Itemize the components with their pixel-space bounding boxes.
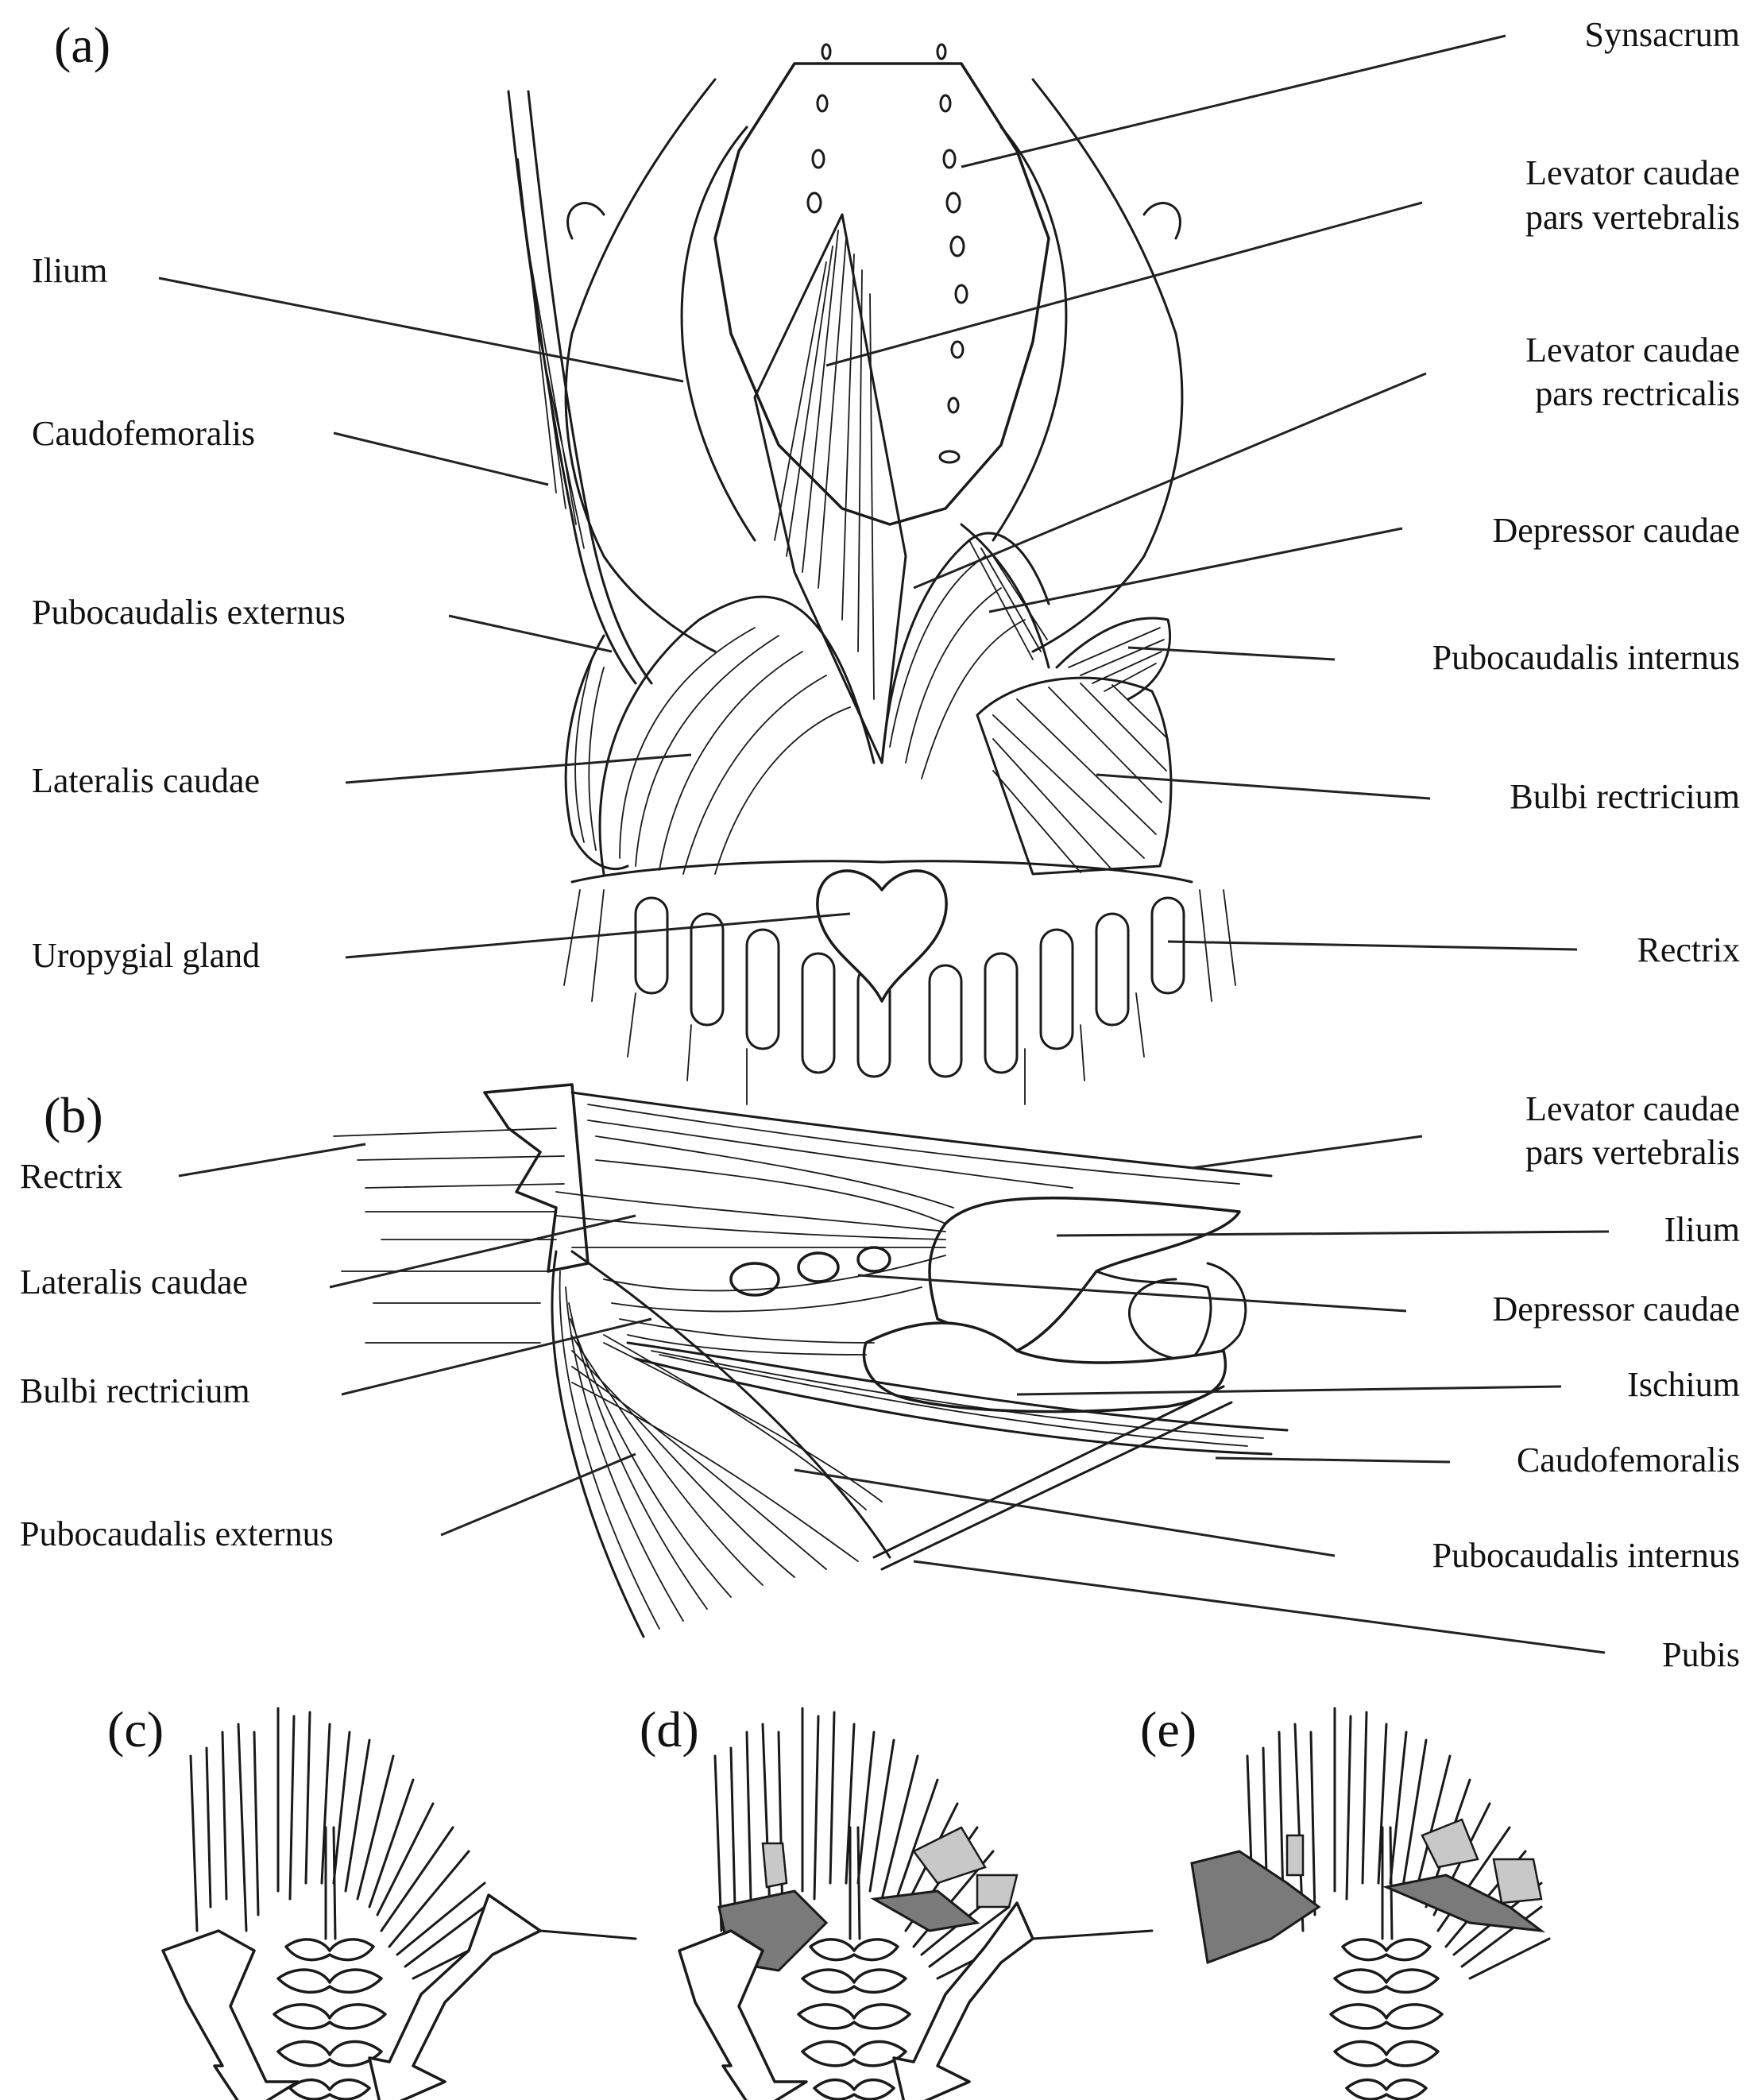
left-ilium-outline [564, 78, 717, 653]
label-b-levator-line2: pars vertebralis [1525, 1133, 1740, 1172]
label-b-pubis: Pubis [1662, 1635, 1740, 1674]
panel-e-shading [1190, 1818, 1546, 1965]
label-b-depressor-caudae: Depressor caudae [1492, 1290, 1740, 1328]
panel-b-rectrices [333, 1083, 590, 1344]
synsacrum-shape [713, 62, 1050, 526]
panel-b-letter: (b) [44, 1087, 103, 1143]
arrow-right-c [368, 1893, 542, 2100]
panel-d-arrows [678, 1901, 1154, 2100]
label-b-levator-line1: Levator caudae [1525, 1089, 1740, 1128]
label-caudofemoralis: Caudofemoralis [32, 414, 255, 453]
label-pubocaudalis-internus: Pubocaudalis internus [1432, 638, 1740, 677]
label-levator-rectricalis-line1: Levator caudae [1525, 331, 1740, 369]
label-lateralis-caudae: Lateralis caudae [32, 761, 260, 800]
arrow-left-d [678, 1929, 808, 2100]
panel-a-muscles [507, 90, 1173, 876]
label-b-bulbi-rectricium: Bulbi rectricium [20, 1371, 250, 1410]
panel-b-muscles [551, 1091, 1289, 1638]
panel-d: (d) [640, 1701, 1154, 2100]
label-levator-vertebralis-line2: pars vertebralis [1525, 198, 1740, 237]
dark-wedge-left-e [1190, 1850, 1321, 1965]
panel-b-skeleton [862, 1197, 1247, 1571]
right-ilium-inner [992, 126, 1068, 542]
label-b-pubocaudalis-externus: Pubocaudalis externus [20, 1514, 334, 1553]
label-b-pubocaudalis-internus: Pubocaudalis internus [1432, 1536, 1740, 1575]
synsacrum-foramina [806, 43, 968, 464]
label-levator-rectricalis-line2: pars rectricalis [1535, 374, 1740, 413]
ischium-b-shape [862, 1321, 1227, 1414]
panel-a-rectrices [563, 860, 1236, 1105]
panel-a: (a) [32, 15, 1740, 1105]
panel-e: (e) [1140, 1701, 1551, 2100]
left-ilium-inner [680, 126, 756, 542]
label-bulbi-rectricium: Bulbi rectricium [1510, 777, 1740, 816]
label-b-ischium: Ischium [1627, 1365, 1740, 1404]
panel-b: (b) [20, 1083, 1740, 1674]
label-ilium: Ilium [32, 251, 107, 290]
label-b-lateralis-caudae: Lateralis caudae [20, 1263, 248, 1301]
label-synsacrum: Synsacrum [1584, 15, 1740, 54]
right-ilium-outline [1031, 78, 1184, 653]
label-b-rectrix: Rectrix [20, 1157, 123, 1196]
label-b-caudofemoralis: Caudofemoralis [1517, 1441, 1740, 1479]
panel-a-letter: (a) [54, 17, 110, 73]
label-uropygial-gland: Uropygial gland [32, 936, 260, 975]
panel-d-letter: (d) [640, 1701, 699, 1758]
label-b-ilium: Ilium [1664, 1210, 1740, 1249]
right-ilium-process [1142, 202, 1181, 240]
panel-c-letter: (c) [107, 1701, 164, 1758]
panel-b-labels: Rectrix Levator caudae pars vertebralis … [20, 1089, 1740, 1674]
panel-c-arrows [161, 1893, 637, 2100]
arrow-left-c [161, 1929, 300, 2100]
pubis-b-shape [872, 1385, 1233, 1571]
panel-b-leaders [178, 1135, 1610, 1654]
panel-e-letter: (e) [1140, 1701, 1197, 1758]
label-rectrix: Rectrix [1637, 930, 1740, 969]
panel-a-labels: Synsacrum Levator caudae pars vertebrali… [32, 15, 1740, 975]
label-levator-vertebralis-line1: Levator caudae [1525, 153, 1740, 192]
panel-c: (c) [107, 1701, 637, 2100]
left-ilium-process [566, 202, 605, 240]
panel-a-leaders [158, 34, 1578, 959]
label-pubocaudalis-externus: Pubocaudalis externus [32, 593, 346, 632]
label-depressor-caudae: Depressor caudae [1492, 511, 1740, 550]
arrow-right-d [892, 1901, 1034, 2100]
uropygial-gland-shape [816, 869, 948, 1003]
ilium-b-shape [928, 1197, 1241, 1352]
